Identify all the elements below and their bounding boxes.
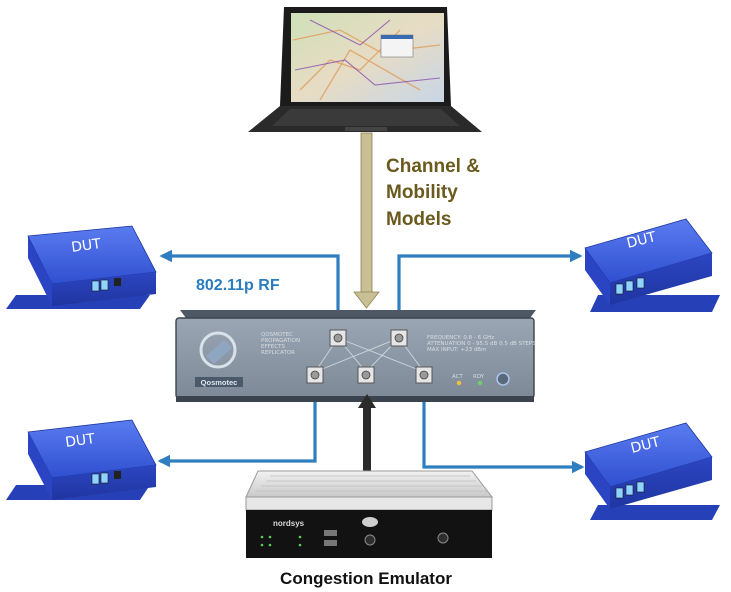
led-rdy <box>477 380 483 386</box>
channel-arrow <box>353 132 380 309</box>
svg-text:QOSMOTEC: QOSMOTEC <box>261 332 293 338</box>
rf-port <box>357 366 375 384</box>
rf-link-top-right <box>397 249 583 330</box>
dut-label: DUT <box>629 434 662 457</box>
channel-label-line2: Mobility <box>386 182 458 203</box>
channel-label-line1: Channel & <box>386 156 480 177</box>
rf-link-bottom-left <box>157 380 317 468</box>
power-button-icon <box>496 372 510 386</box>
dut-bottom-right: DUT <box>584 422 720 520</box>
svg-text:FREQUENCY: 0.8 - 6 GHz: FREQUENCY: 0.8 - 6 GHz <box>427 335 494 341</box>
usb-port <box>324 530 337 536</box>
dut-label: DUT <box>625 229 658 252</box>
laptop <box>248 7 482 132</box>
led-act <box>456 380 462 386</box>
congestion-arrow <box>358 394 376 472</box>
channel-label-line3: Models <box>386 209 451 230</box>
congestion-label: Congestion Emulator <box>280 569 452 588</box>
dut-top-left: DUT <box>6 225 157 309</box>
svg-text:REPLICATOR: REPLICATOR <box>261 350 295 356</box>
rf-port <box>390 329 408 347</box>
dut-top-right: DUT <box>584 218 720 312</box>
led-act-label: ACT <box>452 374 464 380</box>
svg-text:MAX INPUT: +23 dBm: MAX INPUT: +23 dBm <box>427 347 486 353</box>
brand-label: Qosmotec <box>201 378 238 387</box>
usb-port <box>324 540 337 546</box>
rf-label: 802.11p RF <box>196 277 280 294</box>
replicator-description: QOSMOTEC PROPAGATION EFFECTS REPLICATOR <box>261 332 300 356</box>
svg-text:PROPAGATION: PROPAGATION <box>261 338 300 344</box>
led-rdy-label: RDY <box>473 374 485 380</box>
dut-label: DUT <box>70 236 102 256</box>
qosmotec-logo: Qosmotec <box>195 331 243 387</box>
emulator-brand: nordsys <box>273 519 305 528</box>
svg-text:ATTENUATION 0 - 95.5 dB 0.5 dB: ATTENUATION 0 - 95.5 dB 0.5 dB STEPS <box>427 341 536 347</box>
channel-label: Channel & Mobility Models <box>386 156 480 230</box>
rf-port <box>415 366 433 384</box>
svg-text:EFFECTS: EFFECTS <box>261 344 285 350</box>
dut-bottom-left: DUT <box>6 419 157 500</box>
congestion-emulator: nordsys <box>245 470 494 558</box>
rf-port <box>329 329 347 347</box>
propagation-replicator: Qosmotec QOSMOTEC PROPAGATION EFFECTS RE… <box>175 310 536 402</box>
rf-port <box>306 366 324 384</box>
dut-label: DUT <box>64 431 96 451</box>
rf-link-top-left <box>159 249 340 330</box>
rf-link-bottom-right <box>422 380 585 474</box>
replicator-specs: FREQUENCY: 0.8 - 6 GHz ATTENUATION 0 - 9… <box>427 335 536 353</box>
rf-links <box>157 249 585 474</box>
